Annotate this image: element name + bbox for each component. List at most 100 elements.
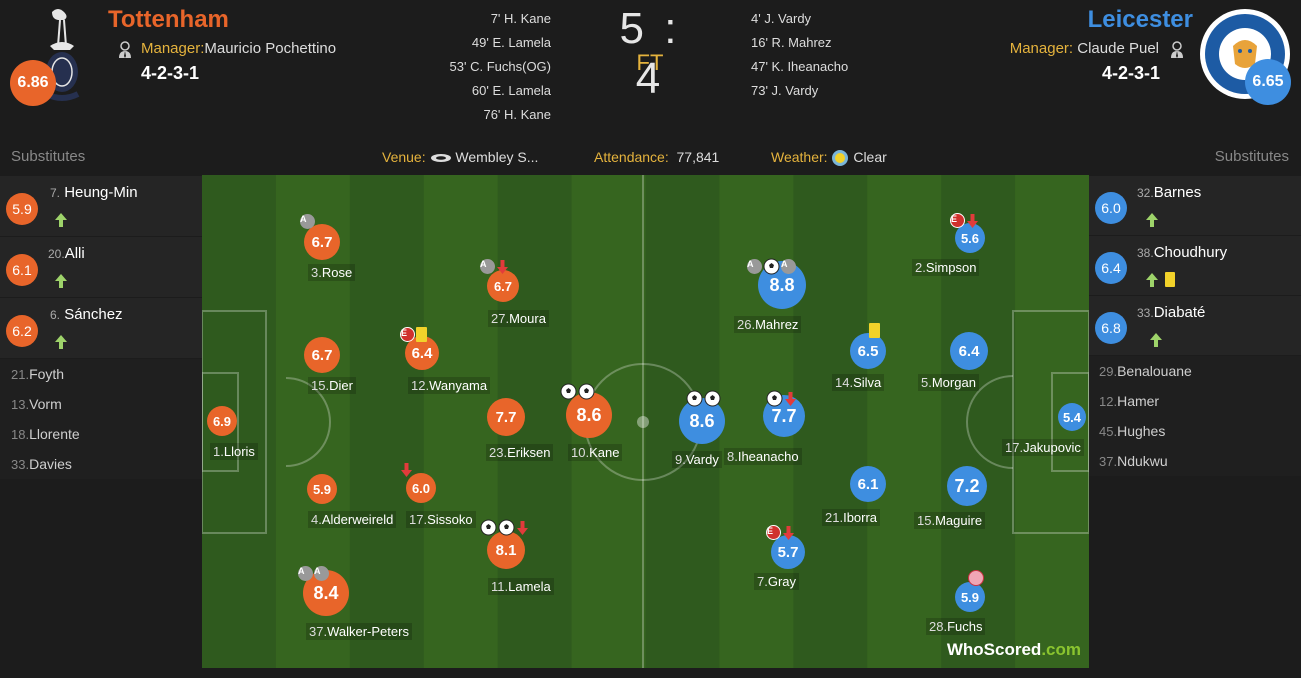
player-name-label: 27.Moura — [488, 310, 549, 327]
player-events: E — [950, 212, 980, 230]
attendance-info: Attendance: 77,841 — [594, 149, 719, 165]
sub-row[interactable]: 6.1 20.Alli — [0, 237, 202, 298]
player-number: 4. — [311, 512, 322, 527]
unused-sub[interactable]: 37.Ndukwu — [1089, 446, 1301, 476]
player-rating: 7.7 — [487, 398, 525, 436]
sub-in-icon — [1146, 213, 1158, 227]
player-events — [560, 383, 596, 401]
weather-value: Clear — [853, 149, 887, 165]
player-events — [400, 461, 414, 479]
assist-icon: A — [298, 566, 313, 582]
sub-row[interactable]: 6.0 32.Barnes — [1089, 176, 1301, 236]
sub-in-icon — [1146, 273, 1158, 287]
sub-player-name: Heung-Min — [64, 184, 138, 201]
score-separator: : — [664, 4, 681, 53]
weather-label: Weather: — [771, 149, 828, 165]
error-icon: E — [950, 213, 965, 229]
home-manager: Manager:Mauricio Pochettino — [141, 40, 336, 57]
sub-player-name: Hamer — [1117, 393, 1160, 409]
player-number: 23. — [489, 445, 508, 460]
player-rating: 6.9 — [207, 406, 237, 436]
sub-number: 6. — [50, 308, 61, 322]
player-events — [869, 322, 881, 340]
player-number: 2. — [915, 260, 926, 275]
player-rating: 6.1 — [850, 466, 886, 502]
player-number: 37. — [309, 624, 328, 639]
player-name-label: 17.Jakupovic — [1002, 439, 1084, 456]
sub-row[interactable]: 6.8 33.Diabaté — [1089, 296, 1301, 356]
player-name-label: 1.Lloris — [210, 443, 258, 460]
player-name: Silva — [853, 375, 882, 390]
sub-player-name: Barnes — [1153, 184, 1202, 201]
player-name-label: 12.Wanyama — [408, 377, 491, 394]
player-rating: 6.4 — [405, 336, 439, 370]
pitch-stripe — [423, 175, 499, 668]
player-rating: 8.6 — [566, 392, 612, 438]
sub-row[interactable]: 6.2 6. Sánchez — [0, 298, 202, 359]
match-header: 6.86 Tottenham Manager:Mauricio Pochetti… — [0, 0, 1301, 138]
sub-out-icon — [401, 462, 412, 477]
manager-label: Manager: — [1009, 40, 1074, 57]
unused-sub[interactable]: 12.Hamer — [1089, 386, 1301, 416]
weather-clear-icon — [832, 150, 849, 167]
error-icon: E — [766, 525, 781, 541]
player-name: Jakupovic — [1023, 440, 1081, 455]
watermark-suffix: .com — [1041, 640, 1081, 659]
yellow-card-icon — [1165, 272, 1175, 287]
sub-number: 18. — [11, 427, 30, 442]
unused-sub[interactable]: 13.Vorm — [0, 389, 202, 419]
player-name: Lloris — [223, 444, 255, 459]
player-name: Wanyama — [429, 378, 488, 393]
player-number: 28. — [929, 619, 948, 634]
unused-sub[interactable]: 18.Llorente — [0, 419, 202, 449]
player-name: Sissoko — [427, 512, 473, 527]
player-rating: 5.7 — [771, 535, 805, 569]
home-team-rating: 6.86 — [10, 60, 56, 106]
manager-icon — [119, 41, 131, 58]
sub-number: 38. — [1137, 246, 1154, 260]
player-number: 27. — [491, 311, 510, 326]
sub-row[interactable]: 5.9 7. Heung-Min — [0, 176, 202, 237]
player-number: 21. — [825, 510, 844, 525]
venue-info: Venue: Wembley S... — [382, 149, 538, 165]
attendance-label: Attendance: — [594, 149, 669, 165]
player-name-label: 7.Gray — [754, 573, 800, 590]
player-name: Iborra — [843, 510, 878, 525]
player-number: 5. — [921, 375, 932, 390]
player-name-label: 15.Maguire — [914, 512, 986, 529]
player-name: Dier — [329, 378, 353, 393]
player-name: Mahrez — [755, 317, 799, 332]
player-events — [686, 390, 722, 408]
away-manager: Manager: Claude Puel — [1010, 40, 1159, 57]
home-team-name[interactable]: Tottenham — [108, 6, 229, 33]
player-rating: 5.9 — [307, 474, 337, 504]
goal-icon — [480, 519, 497, 536]
sub-number: 29. — [1099, 364, 1118, 379]
sub-name: 32.Barnes — [1137, 184, 1201, 201]
player-name-label: 10.Kane — [568, 444, 623, 461]
sub-rating: 6.2 — [6, 315, 38, 347]
scorer-item: 73' J. Vardy — [751, 83, 819, 98]
sub-out-icon — [783, 525, 794, 540]
sub-in-icon — [55, 274, 67, 288]
player-number: 17. — [1005, 440, 1024, 455]
unused-sub[interactable]: 33.Davies — [0, 449, 202, 479]
player-number: 15. — [311, 378, 330, 393]
away-subs-list: 6.0 32.Barnes 6.4 38.Choudhury 6.8 33.Di… — [1089, 176, 1301, 476]
sub-player-name: Vorm — [29, 396, 62, 412]
player-name: Morgan — [931, 375, 976, 390]
player-events: A — [480, 258, 510, 276]
attendance-value: 77,841 — [676, 149, 720, 165]
unused-sub[interactable]: 29.Benalouane — [1089, 356, 1301, 386]
scorer-item: 76' H. Kane — [483, 107, 551, 122]
sub-in-icon — [55, 213, 67, 227]
unused-sub[interactable]: 21.Foyth — [0, 359, 202, 389]
scorer-item: 53' C. Fuchs(OG) — [449, 59, 551, 74]
away-team-name[interactable]: Leicester — [1087, 6, 1193, 33]
assist-icon: A — [747, 259, 762, 275]
scorer-item: 16' R. Mahrez — [751, 35, 832, 50]
watermark-text: WhoScored — [946, 640, 1042, 659]
sub-row[interactable]: 6.4 38.Choudhury — [1089, 236, 1301, 296]
unused-sub[interactable]: 45.Hughes — [1089, 416, 1301, 446]
player-rating: 8.6 — [679, 398, 725, 444]
